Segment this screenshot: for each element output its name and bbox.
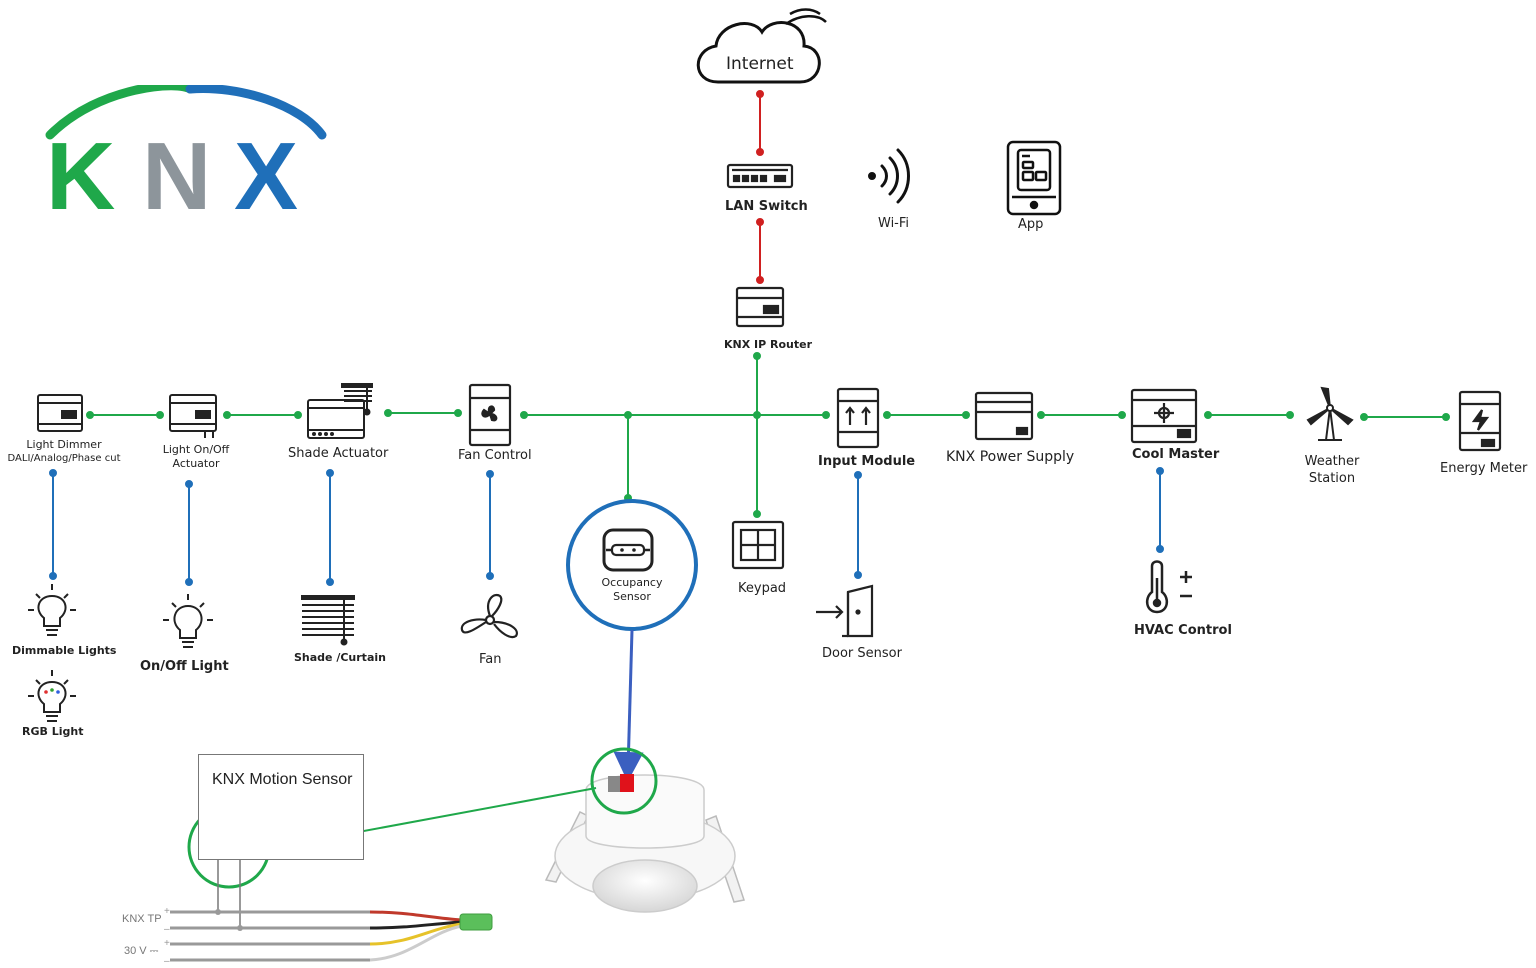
wifi-label: Wi-Fi bbox=[878, 216, 910, 231]
input-module-label: Input Module bbox=[818, 454, 916, 469]
light-dimmer-icon bbox=[37, 394, 83, 432]
cool-master-icon bbox=[1130, 388, 1198, 444]
motion-sensor-box bbox=[198, 754, 364, 860]
cable-polarity-marks: + – + – bbox=[164, 906, 170, 967]
light-dimmer-label-line2: DALI/Analog/Phase cut bbox=[7, 453, 121, 465]
shade-curtain-icon bbox=[301, 595, 355, 646]
dimmable-light-icon bbox=[28, 584, 76, 636]
svg-text:–: – bbox=[164, 956, 170, 967]
fan-control-icon bbox=[468, 383, 512, 447]
onoff-light-label: On/Off Light bbox=[140, 659, 229, 674]
light-onoff-label-line2: Actuator bbox=[172, 457, 220, 471]
cool-master-label: Cool Master bbox=[1132, 447, 1220, 462]
wifi-icon bbox=[868, 148, 910, 204]
app-phone-icon bbox=[1006, 140, 1062, 216]
keypad-label: Keypad bbox=[738, 581, 787, 596]
weather-station-label: Weather Station bbox=[1300, 454, 1364, 488]
occupancy-sensor-label-line1: Occupancy bbox=[601, 576, 663, 589]
fan-control-label: Fan Control bbox=[458, 448, 532, 463]
light-onoff-label: Light On/Off Actuator bbox=[150, 443, 242, 472]
app-label: App bbox=[1018, 217, 1044, 232]
logo-k: K bbox=[46, 123, 115, 220]
keypad-icon bbox=[731, 520, 785, 570]
occupancy-sensor-label: Occupancy Sensor bbox=[596, 576, 668, 605]
knx-tp-wire-label: KNX TP bbox=[122, 913, 162, 925]
knx-ip-router-icon bbox=[735, 286, 785, 328]
rgb-light-label: RGB Light bbox=[22, 725, 84, 738]
shade-actuator-icon bbox=[307, 383, 373, 439]
door-sensor-icon bbox=[816, 584, 874, 638]
shade-actuator-label: Shade Actuator bbox=[288, 446, 389, 461]
motion-sensor-title: KNX Motion Sensor bbox=[212, 771, 353, 788]
internet-label: Internet bbox=[726, 54, 794, 74]
rgb-light-icon bbox=[28, 670, 76, 722]
motion-sensor-device bbox=[544, 747, 745, 913]
door-sensor-label: Door Sensor bbox=[822, 646, 902, 661]
knx-power-supply-icon bbox=[974, 391, 1034, 441]
shade-curtain-label: Shade /Curtain bbox=[294, 651, 386, 664]
lan-switch-label: LAN Switch bbox=[725, 199, 808, 214]
energy-meter-icon bbox=[1458, 390, 1502, 452]
weather-station-icon bbox=[1306, 386, 1354, 441]
knx-logo-letters: K N X bbox=[46, 123, 298, 220]
hvac-control-label: HVAC Control bbox=[1134, 623, 1232, 638]
knx-logo: K N X bbox=[45, 85, 327, 220]
occupancy-to-sensor-arrow bbox=[613, 629, 644, 782]
knx-bus bbox=[86, 352, 1450, 518]
occupancy-sensor-icon bbox=[566, 499, 698, 631]
onoff-light-icon bbox=[163, 594, 213, 648]
svg-text:–: – bbox=[164, 924, 170, 935]
logo-x: X bbox=[234, 123, 298, 220]
30v-wire-label: 30 V ⎓ bbox=[124, 945, 159, 957]
cloud-icon bbox=[696, 8, 827, 84]
load-links bbox=[49, 467, 1164, 586]
knx-power-supply-label: KNX Power Supply bbox=[946, 449, 1075, 465]
knx-cable bbox=[170, 909, 493, 962]
dimmable-lights-label: Dimmable Lights bbox=[12, 644, 117, 657]
lan-switch-icon bbox=[726, 163, 794, 189]
hvac-thermometer-icon bbox=[1145, 560, 1192, 614]
input-module-icon bbox=[836, 387, 880, 449]
light-dimmer-label-line1: Light Dimmer bbox=[26, 438, 102, 451]
fan-label: Fan bbox=[479, 652, 502, 667]
svg-text:+: + bbox=[164, 906, 170, 917]
light-onoff-label-line1: Light On/Off bbox=[162, 443, 230, 456]
ip-links bbox=[756, 90, 764, 284]
knx-ip-router-label: KNX IP Router bbox=[724, 338, 813, 351]
weather-station-label-line1: Weather bbox=[1304, 454, 1360, 469]
occupancy-sensor-label-line2: Sensor bbox=[613, 590, 651, 604]
svg-text:+: + bbox=[164, 938, 170, 949]
light-dimmer-label: Light Dimmer DALI/Analog/Phase cut bbox=[4, 438, 124, 465]
energy-meter-label: Energy Meter bbox=[1440, 461, 1528, 476]
logo-n: N bbox=[142, 123, 211, 220]
light-onoff-actuator-icon bbox=[169, 394, 217, 438]
weather-station-label-line2: Station bbox=[1308, 470, 1356, 486]
fan-icon bbox=[460, 593, 518, 639]
